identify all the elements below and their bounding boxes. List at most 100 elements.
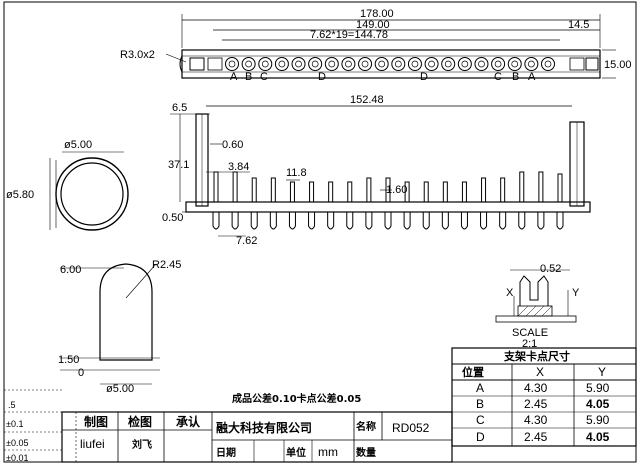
dim-pin-length: 11.8 (286, 167, 307, 179)
dim-flange: 1.50 (58, 354, 79, 366)
hole-inner (394, 60, 402, 68)
hole (524, 57, 539, 71)
hole-inner (544, 60, 552, 68)
pin-upper (309, 181, 315, 202)
clip-table-x: 2.45 (524, 430, 548, 444)
pin-lower (288, 212, 296, 230)
clip-table-header-y: Y (598, 365, 606, 379)
dim-zero: 0 (78, 367, 84, 379)
pin-lower (327, 212, 335, 230)
hole (324, 57, 339, 71)
dim-pin-pitch: 7.62 (236, 235, 257, 247)
dim-height: 37.1 (168, 159, 189, 171)
hole-letter-c: C (260, 71, 268, 83)
pin-upper (328, 181, 334, 202)
pin-lower (537, 212, 545, 230)
dim-dome-height: 6.00 (60, 264, 81, 276)
tolerance-legend: .5 ±0.1 ±0.05 ±0.01 (4, 389, 62, 463)
hole (541, 57, 555, 71)
hole-letter-b2: B (512, 71, 519, 83)
pin-lower (384, 212, 392, 230)
legend-line: .5 (8, 400, 16, 410)
clip-table-x: 4.30 (524, 413, 548, 427)
hole (407, 57, 422, 71)
hole (474, 57, 489, 71)
hole-letter-c2: C (494, 71, 502, 83)
hole-inner (311, 60, 319, 68)
label-approve: 承认 (176, 414, 201, 429)
pin-lower (441, 212, 449, 230)
dim-inner-dia: ø5.00 (64, 139, 92, 151)
hole (291, 57, 306, 71)
pin-upper (538, 171, 544, 202)
title-block: 制图 检图 承认 liufei 刘飞 融大科技有限公司 名称 RD052 日期 … (61, 411, 453, 463)
pin-upper (423, 181, 429, 202)
dim-radius: R3.0x2 (120, 49, 155, 61)
pin-lower (346, 212, 354, 230)
clip-table-y: 5.90 (586, 381, 610, 395)
pin-lower (231, 212, 239, 230)
side-base (185, 201, 591, 213)
pin-lower (480, 212, 488, 230)
clip-table-pos: A (476, 381, 484, 395)
clip-table-header-x: X (536, 365, 544, 379)
hole-inner (478, 60, 485, 68)
hole (391, 57, 406, 71)
hole-inner (245, 60, 252, 68)
led-view: 6.00 R2.45 1.50 0 ø5.00 (58, 259, 181, 395)
side-view: 152.48 6.5 0.60 37.1 3.84 11.8 1.60 0.50… (162, 94, 591, 247)
hole-inner (261, 60, 269, 68)
hole (341, 57, 356, 71)
clip-table-pos: D (476, 430, 485, 444)
hole (258, 57, 273, 71)
hole-inner (295, 60, 302, 68)
hole-inner (494, 60, 502, 68)
pin-lower (518, 212, 526, 230)
hole (424, 57, 439, 71)
hole-letter-d2: D (420, 71, 428, 83)
pin-upper (270, 177, 276, 202)
hole-letter-a: A (230, 71, 238, 83)
label-check: 检图 (128, 414, 152, 429)
hole (441, 57, 456, 71)
dim-side-length: 152.48 (350, 94, 384, 106)
pin-upper (481, 177, 487, 202)
clip-table: 支架卡点尺寸 位置 X Y A 4.30 5.90 B 2.45 4.05 C … (451, 347, 637, 447)
pin-upper (347, 181, 353, 202)
clip-table-y: 4.05 (586, 397, 610, 411)
pin-lower (422, 212, 430, 230)
clip-table-header-pos: 位置 (462, 365, 484, 379)
ring-view: ø5.00 ø5.80 (6, 139, 129, 231)
hole (274, 57, 289, 71)
hole-inner (328, 60, 336, 68)
legend-line: ±0.01 (6, 453, 28, 463)
clip-table-pos: B (476, 397, 484, 411)
dim-thickness: 0.60 (222, 139, 243, 151)
hole (457, 57, 472, 71)
pin-upper (232, 171, 238, 202)
clip-table-y: 4.05 (586, 430, 610, 444)
label-name: 名称 (356, 420, 376, 433)
pin-upper (404, 181, 410, 202)
pin-upper (557, 173, 563, 202)
hole-inner (528, 60, 535, 68)
pin-lower (403, 212, 411, 230)
dim-outer-dia: ø5.80 (6, 189, 34, 201)
hole-inner (444, 60, 452, 68)
pin-upper (461, 181, 467, 202)
pin-lower (365, 212, 373, 230)
dim-pin-width: 1.60 (386, 184, 407, 196)
hole-inner (411, 60, 419, 68)
clip-table-x: 4.30 (524, 381, 548, 395)
clip-y-label: Y (572, 287, 580, 299)
pin-row (212, 171, 564, 230)
pin-lower (460, 212, 468, 230)
dim-tab-width: 6.5 (172, 102, 187, 114)
company-name: 融大科技有限公司 (216, 420, 312, 435)
unit-value: mm (318, 445, 338, 459)
dim-hole-span: 149.00 (356, 19, 390, 31)
top-view: 178.00 149.00 14.5 7.62*19=144.78 R3.0x2… (120, 8, 632, 83)
label-qty: 数量 (356, 446, 376, 459)
label-draw: 制图 (84, 414, 108, 429)
